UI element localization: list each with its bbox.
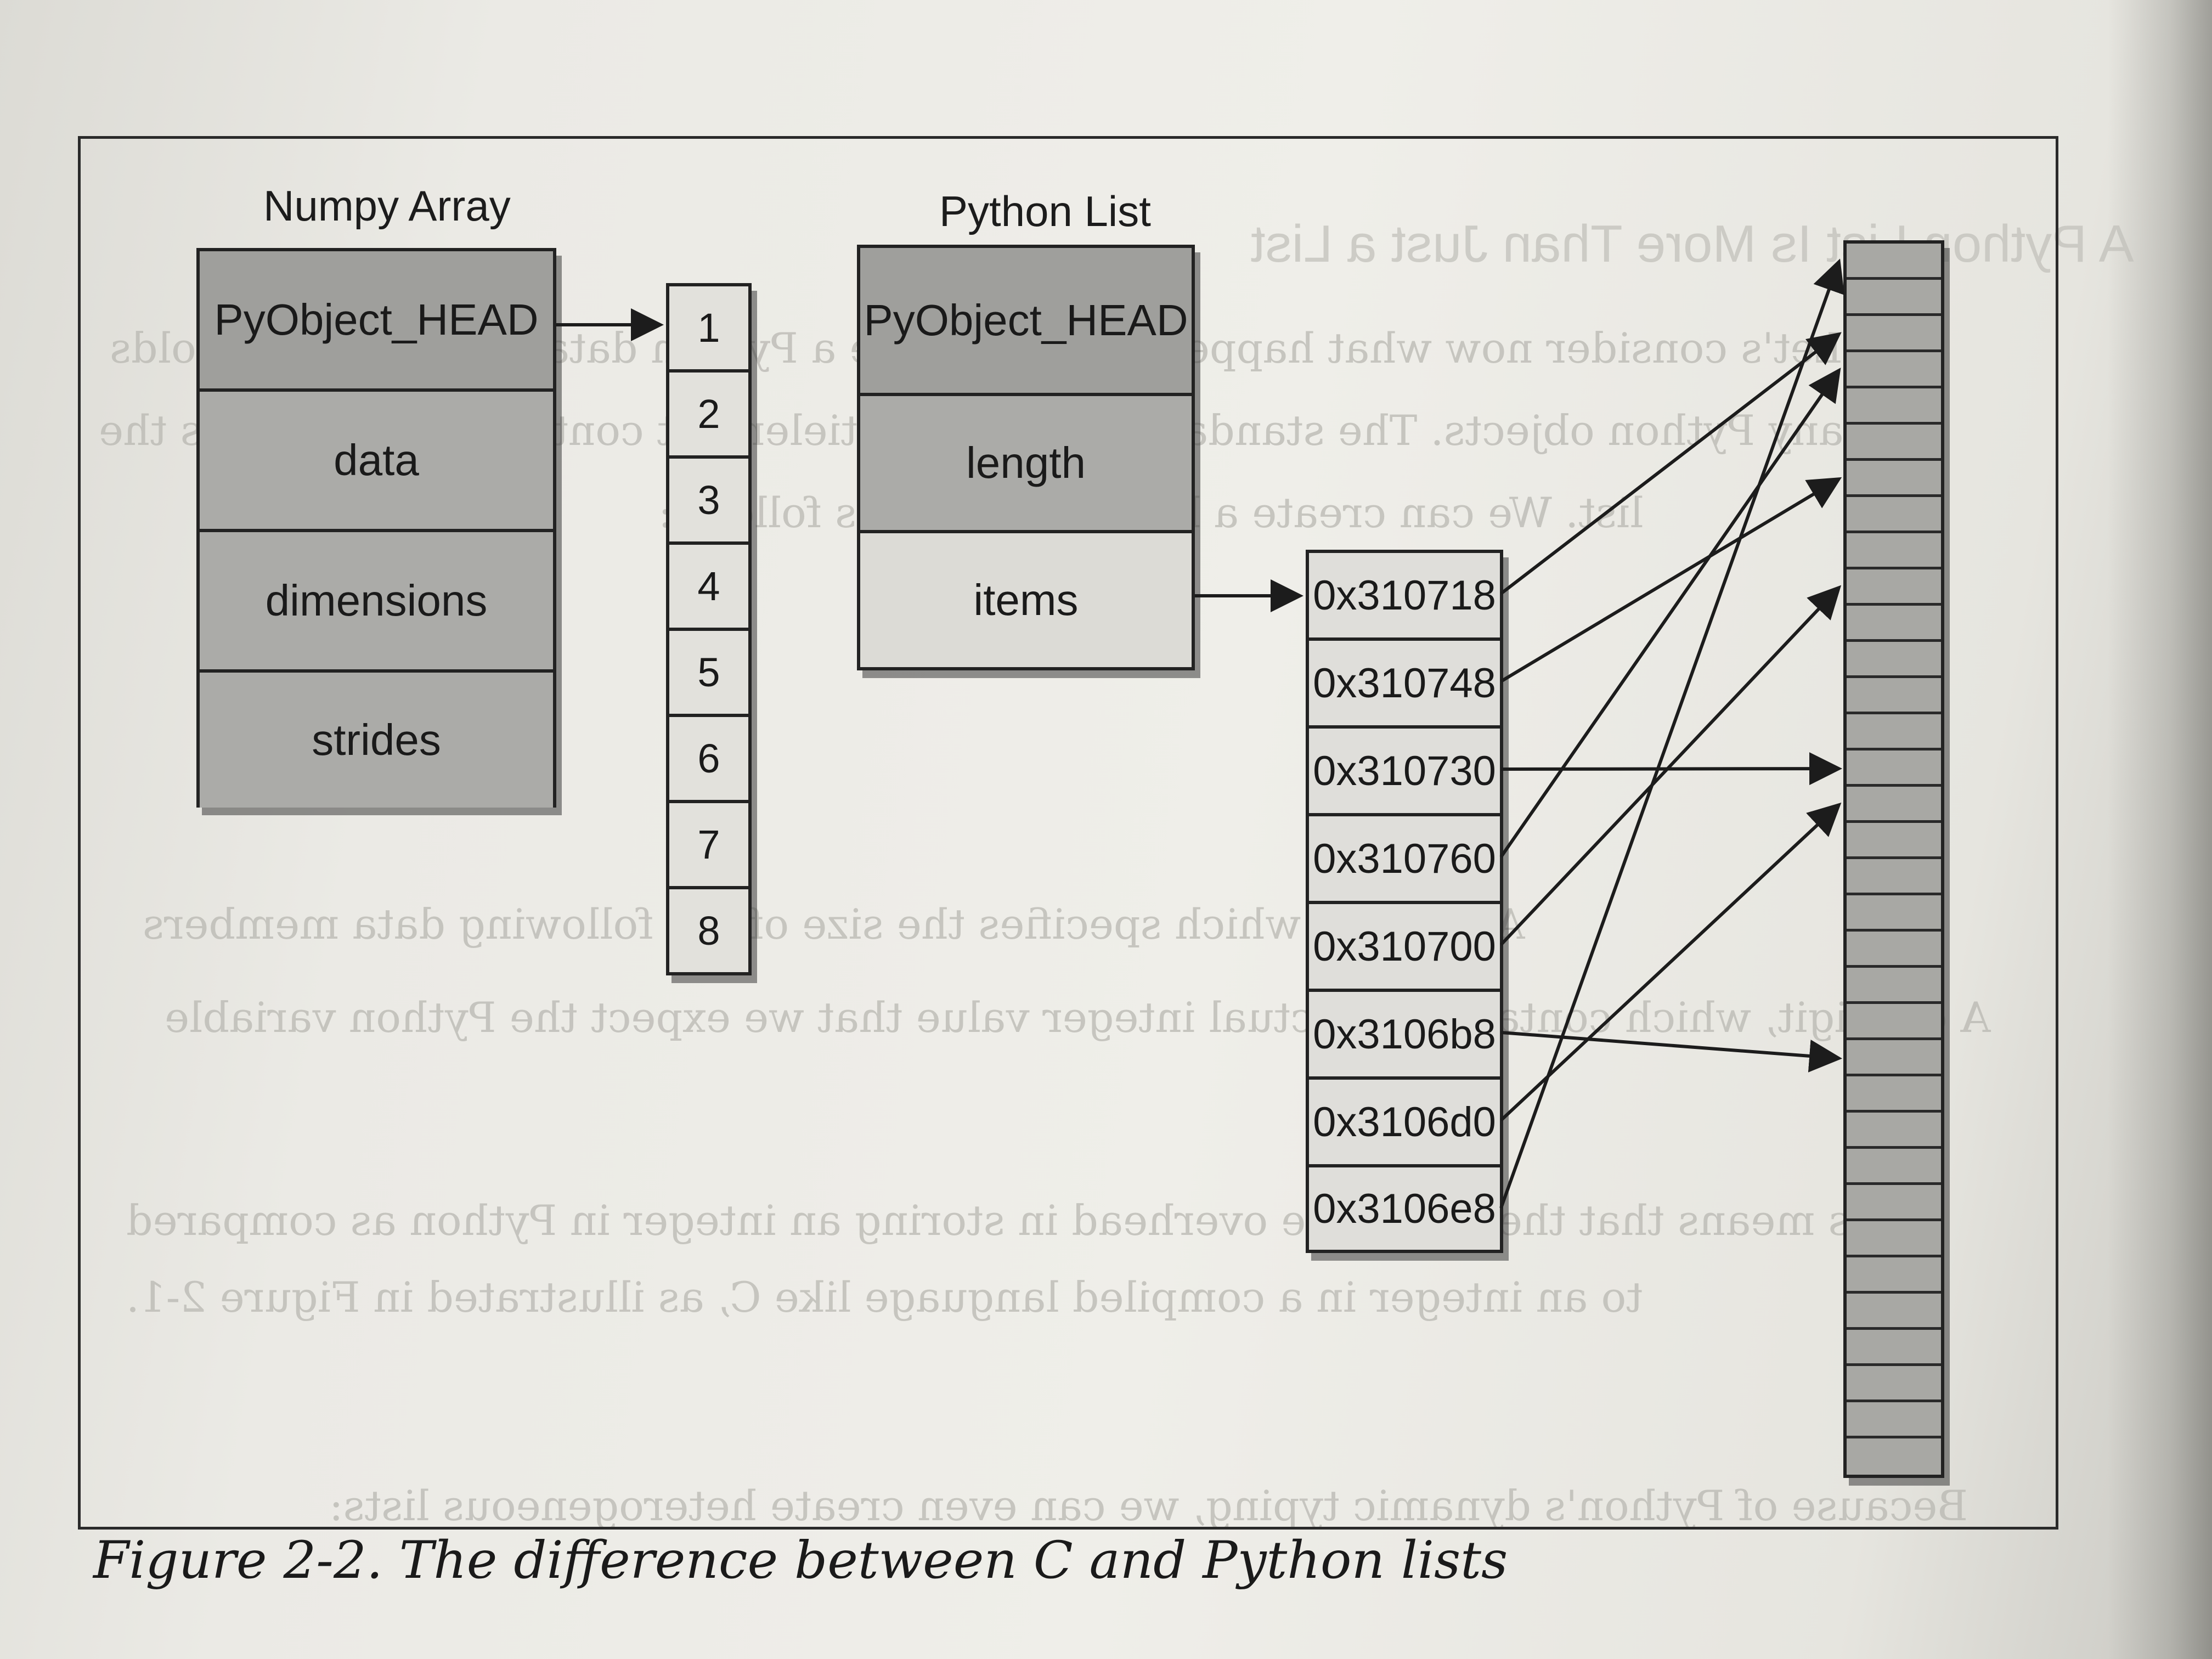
object-pointer-arrow <box>1500 477 1842 683</box>
object-slot <box>1847 751 1941 787</box>
object-slot <box>1847 714 1941 751</box>
object-slot <box>1847 968 1941 1004</box>
object-slot <box>1847 1438 1941 1475</box>
object-slot <box>1847 1004 1941 1040</box>
numpy-field-data: data <box>200 392 553 532</box>
object-slot <box>1847 533 1941 569</box>
object-slot <box>1847 316 1941 352</box>
figure-frame <box>78 136 2058 1530</box>
object-pointer-arrow <box>1500 332 1842 595</box>
pointer-cell: 0x310718 <box>1309 553 1500 641</box>
page-spine-shadow <box>2108 0 2212 1659</box>
object-memory-column <box>1843 240 1944 1478</box>
object-slot <box>1847 678 1941 714</box>
numpy-field-pyobject-head: PyObject_HEAD <box>200 251 553 392</box>
object-slot <box>1847 787 1941 823</box>
object-slot <box>1847 1257 1941 1294</box>
numpy-field-dimensions: dimensions <box>200 532 553 673</box>
pointer-cell: 0x3106e8 <box>1309 1167 1500 1250</box>
object-slot <box>1847 388 1941 425</box>
figure-caption: Figure 2-2. The difference between C and… <box>93 1531 1508 1590</box>
object-slot <box>1847 280 1941 316</box>
object-slot <box>1847 859 1941 895</box>
numpy-field-strides: strides <box>200 673 553 808</box>
pointer-cell: 0x3106b8 <box>1309 992 1500 1080</box>
object-slot <box>1847 1149 1941 1185</box>
object-slot <box>1847 1330 1941 1366</box>
numpy-data-buffer: 1 2 3 4 5 6 7 8 <box>666 283 752 975</box>
buffer-value: 7 <box>669 803 748 889</box>
object-slot <box>1847 352 1941 388</box>
object-slot <box>1847 1402 1941 1438</box>
object-pointer-arrow <box>1499 258 1845 1209</box>
object-slot <box>1847 497 1941 533</box>
object-slot <box>1847 606 1941 642</box>
buffer-value: 5 <box>669 631 748 717</box>
pointer-cell: 0x3106d0 <box>1309 1080 1500 1167</box>
pointer-cell: 0x310730 <box>1309 729 1500 816</box>
object-slot <box>1847 1185 1941 1221</box>
python-list-struct: PyObject_HEAD length items <box>857 245 1195 670</box>
buffer-value: 3 <box>669 459 748 545</box>
buffer-value: 6 <box>669 717 748 803</box>
object-slot <box>1847 1040 1941 1076</box>
object-slot <box>1847 1366 1941 1402</box>
object-slot <box>1847 1294 1941 1330</box>
object-slot <box>1847 932 1941 968</box>
object-slot <box>1847 244 1941 280</box>
list-field-length: length <box>860 396 1192 533</box>
pointer-cell: 0x310748 <box>1309 641 1500 729</box>
object-slot <box>1847 1221 1941 1257</box>
numpy-array-struct: PyObject_HEAD data dimensions strides <box>196 248 556 808</box>
object-slot <box>1847 1076 1941 1113</box>
pointer-cell: 0x310700 <box>1309 904 1500 992</box>
object-slot <box>1847 1113 1941 1149</box>
list-field-pyobject-head: PyObject_HEAD <box>860 248 1192 396</box>
object-slot <box>1847 569 1941 606</box>
pointer-cell: 0x310760 <box>1309 816 1500 904</box>
pointer-array: 0x310718 0x310748 0x310730 0x310760 0x31… <box>1306 550 1503 1253</box>
python-list-title: Python List <box>939 187 1151 235</box>
object-slot <box>1847 461 1941 497</box>
buffer-value: 2 <box>669 373 748 459</box>
buffer-value: 8 <box>669 889 748 972</box>
object-pointer-arrow <box>1499 368 1841 858</box>
object-slot <box>1847 895 1941 932</box>
object-pointer-arrow <box>1499 802 1842 1122</box>
numpy-array-title: Numpy Array <box>263 182 511 230</box>
object-pointer-arrow <box>1499 585 1842 946</box>
buffer-value: 4 <box>669 545 748 631</box>
buffer-value: 1 <box>669 286 748 373</box>
object-pointer-arrow <box>1500 1031 1842 1073</box>
list-field-items: items <box>860 533 1192 667</box>
object-slot <box>1847 425 1941 461</box>
object-slot <box>1847 823 1941 859</box>
object-slot <box>1847 642 1941 678</box>
